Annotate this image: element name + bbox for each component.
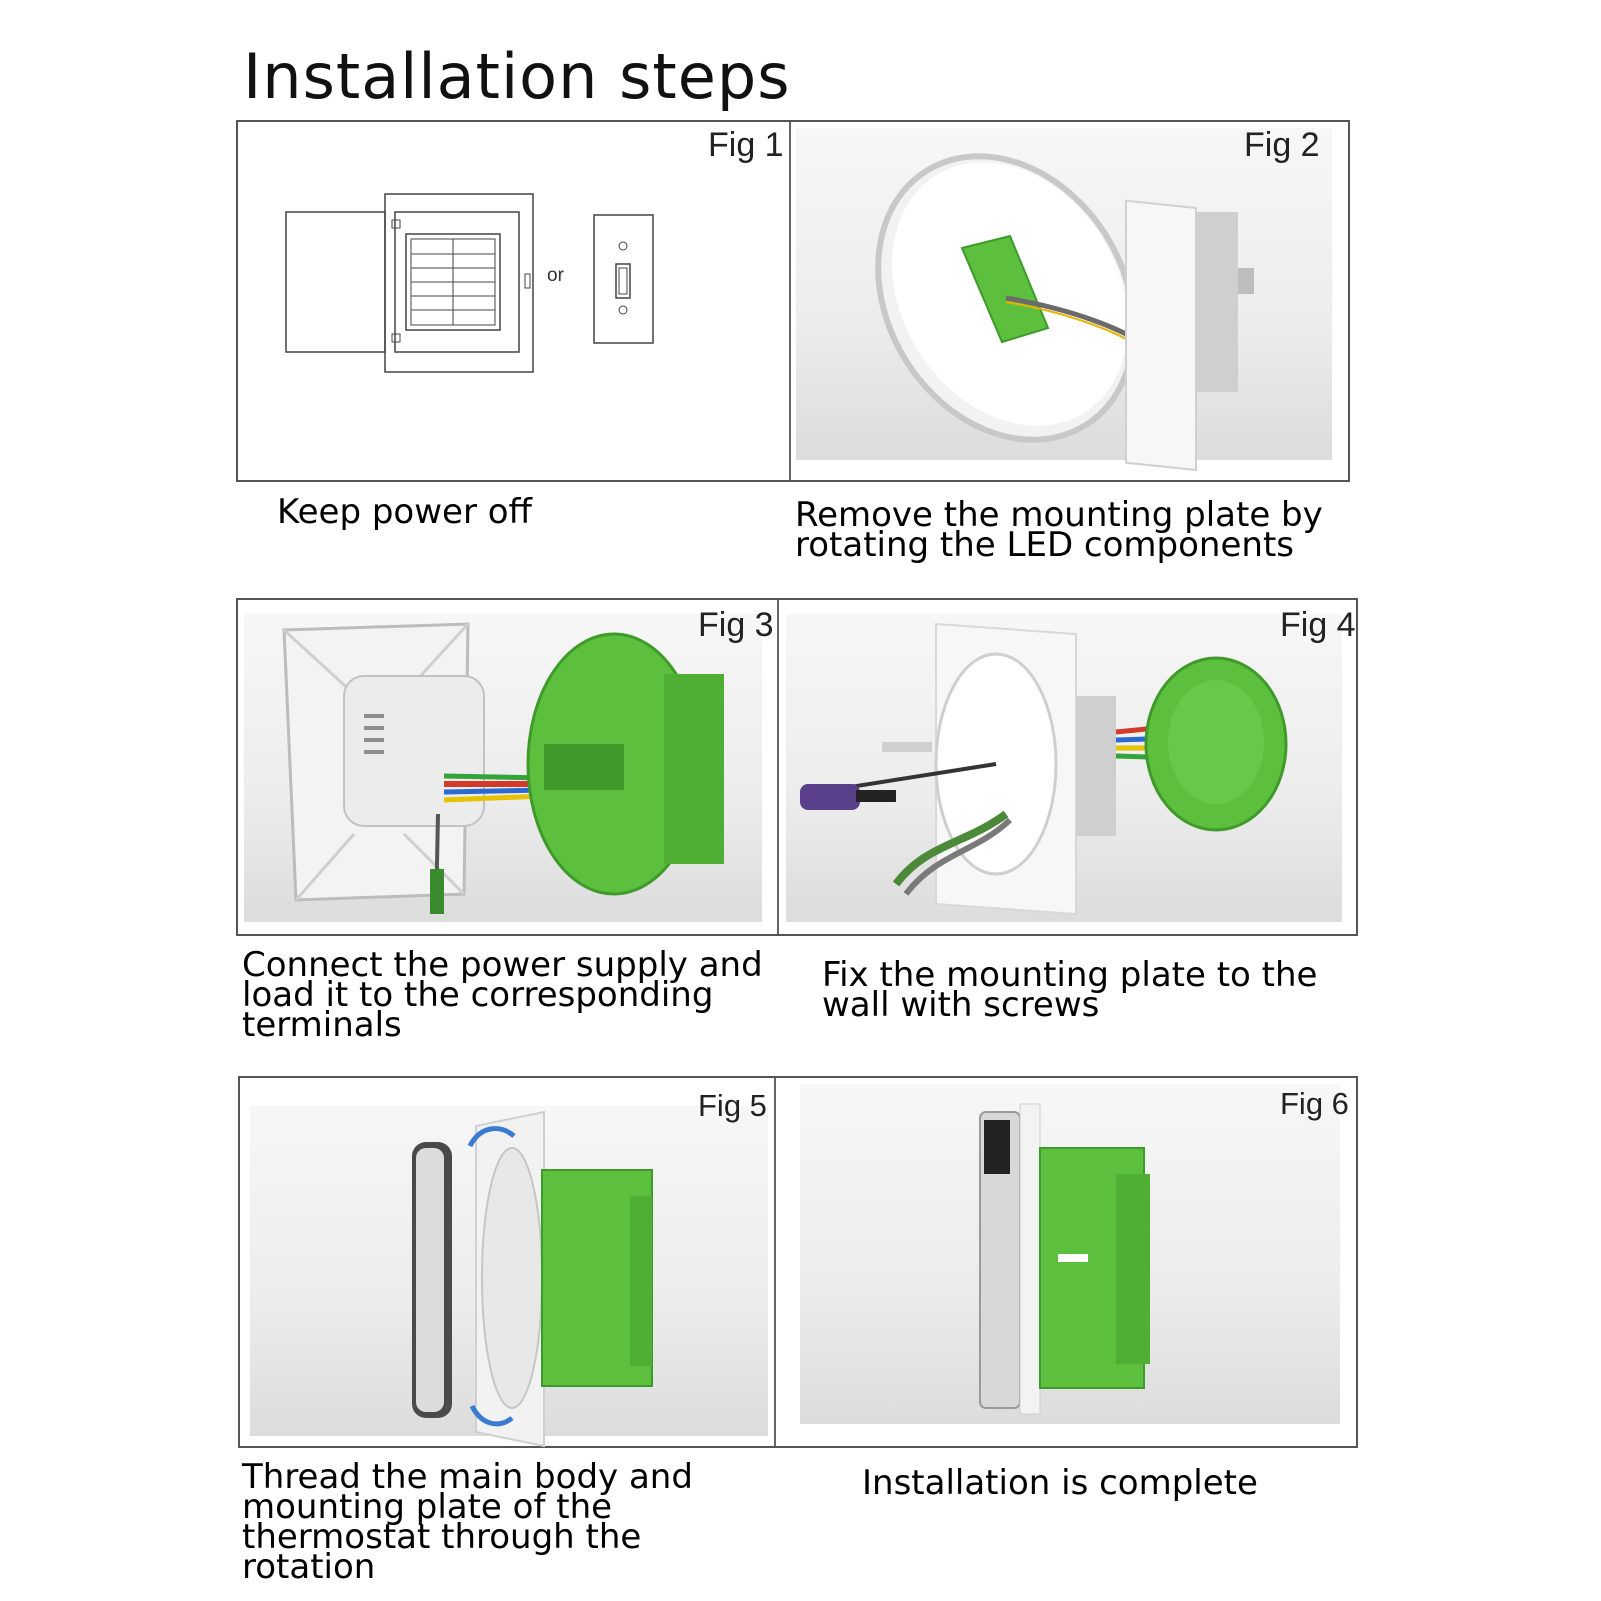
fig-1-label: Fig 1	[708, 126, 784, 164]
page-title: Installation steps	[243, 40, 791, 113]
fig-2-caption: Remove the mounting plate by rotating th…	[795, 495, 1323, 565]
screw-mounting-icon	[800, 622, 1288, 916]
or-label: or	[547, 265, 564, 286]
fig-5-label: Fig 5	[698, 1088, 767, 1123]
fig-1-caption: Keep power off	[277, 492, 532, 532]
fig-4-label: Fig 4	[1280, 606, 1356, 644]
fig-6-label: Fig 6	[1280, 1086, 1349, 1121]
fig-2-label: Fig 2	[1244, 126, 1320, 164]
row-2-panel: Fig 3 Fig 4	[236, 598, 1358, 936]
fig-3-caption: Connect the power supply and load it to …	[242, 945, 763, 1045]
thermostat-separated-icon	[875, 153, 1254, 472]
fig-6-caption: Installation is complete	[862, 1463, 1258, 1503]
row-3-divider	[774, 1078, 776, 1446]
row-3-panel: Fig 5 Fig 6	[238, 1076, 1358, 1448]
installed-thermostat-icon	[979, 1103, 1150, 1415]
row-2-divider	[777, 600, 779, 934]
fig-5-caption: Thread the main body and mounting plate …	[242, 1457, 693, 1587]
terminal-wiring-icon	[282, 622, 724, 915]
fig-4-caption: Fix the mounting plate to the wall with …	[822, 955, 1318, 1025]
breaker-panel-icon	[285, 193, 534, 373]
rotate-attach-icon	[412, 1110, 653, 1448]
fig-3-label: Fig 3	[698, 606, 774, 644]
row-1-divider	[789, 122, 791, 480]
light-switch-icon	[593, 214, 654, 344]
row-1-panel: or Fig 1 Fig 2	[236, 120, 1350, 482]
